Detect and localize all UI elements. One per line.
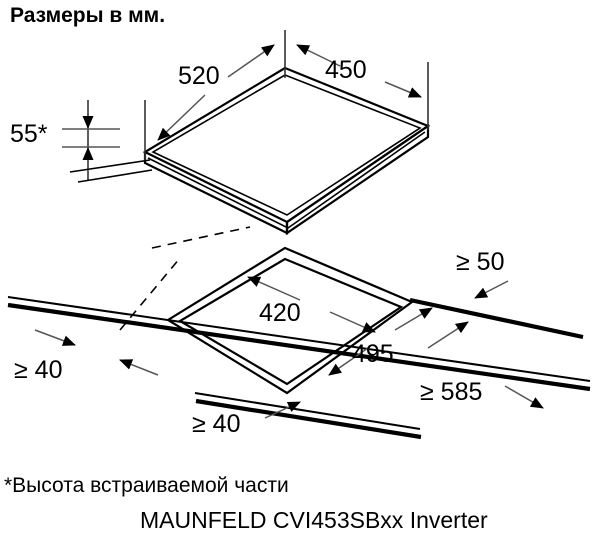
dimension-495-arrow-lower-left — [328, 347, 369, 376]
dimension-520-label: 520 — [178, 62, 220, 90]
footnote-text: *Высота встраиваемой части — [4, 474, 289, 497]
cooktop-level-guide-upper — [69, 159, 151, 173]
clearance-40-front-label: ≥ 40 — [192, 410, 240, 438]
clearance-50-label: ≥ 50 — [456, 248, 504, 276]
clearance-40-front-group: ≥ 40 — [192, 401, 301, 438]
page-title: Размеры в мм. — [10, 4, 165, 27]
dimension-450-arrow-left — [296, 44, 341, 67]
worktop-group — [7, 296, 591, 440]
clearance-40-left-arrow-a — [34, 329, 76, 346]
worktop-585-arrow-upper — [427, 321, 469, 349]
dimension-55-label: 55* — [10, 120, 48, 148]
cooktop-level-guide-lower — [77, 169, 153, 183]
cutout-inner-rectangle — [177, 257, 404, 386]
dimension-450-label: 450 — [325, 56, 367, 84]
worktop-rear-front-edge — [7, 302, 591, 392]
dimension-495-label: 495 — [352, 340, 394, 368]
clearance-50-arrow — [474, 280, 509, 299]
worktop-585-arrow-lower — [504, 385, 544, 409]
worktop-right-edge-thick — [409, 297, 584, 340]
projection-dashed-upper — [151, 226, 251, 249]
clearance-40-left-group: ≥ 40 — [14, 329, 159, 384]
dimension-450-group: 450 — [296, 44, 429, 130]
dimension-420-arrow-upper-left — [247, 276, 301, 301]
dimension-450-arrow-right — [384, 81, 422, 98]
dimension-520-group: 520 — [144, 30, 286, 160]
dimension-520-arrow-left — [157, 94, 206, 141]
cooktop-body-group — [142, 66, 431, 236]
clearance-50-group: ≥ 50 — [456, 248, 509, 299]
dimension-420-arrow-lower-right — [329, 311, 376, 333]
model-name-text: MAUNFELD CVI453SBxx Inverter — [140, 507, 488, 533]
worktop-rear-top-edge — [7, 296, 591, 382]
worktop-585-label: ≥ 585 — [420, 378, 482, 406]
worktop-585-group: ≥ 585 — [420, 321, 544, 409]
worktop-front-bottom-edge — [195, 398, 422, 440]
clearance-40-left-label: ≥ 40 — [14, 356, 62, 384]
dimension-55-group: 55* — [10, 100, 120, 180]
cooktop-top-surface — [142, 66, 431, 224]
cooktop-top-bevel — [151, 74, 422, 216]
dimension-495-group: 495 — [328, 307, 433, 376]
dimension-520-arrow-right — [227, 44, 275, 78]
cutout-outer-rectangle — [165, 246, 415, 395]
clearance-40-front-arrow — [264, 401, 301, 419]
cooktop-edge-lip — [147, 131, 426, 229]
dimension-420-label: 420 — [259, 299, 301, 327]
cutout-group — [165, 246, 415, 395]
dimension-495-arrow-upper-right — [394, 307, 433, 331]
dimension-420-group: 420 — [247, 276, 376, 333]
worktop-front-top-edge — [194, 392, 421, 430]
clearance-40-left-arrow-b — [119, 359, 159, 376]
